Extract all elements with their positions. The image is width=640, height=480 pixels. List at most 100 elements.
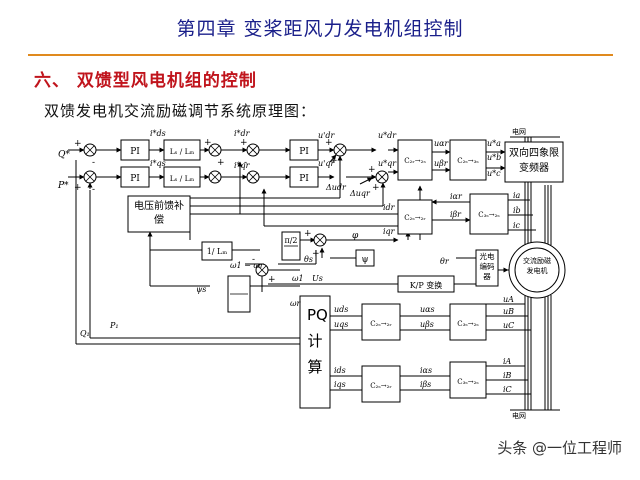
label-psi-s: ψs: [196, 285, 206, 294]
c2s3s-label-top: C₂ₛ→₃ₛ: [457, 157, 479, 165]
svg-text:+: +: [204, 138, 212, 148]
svg-text:-: -: [244, 158, 247, 168]
kp-transform-label: K/P 变换: [410, 280, 443, 290]
svg-text:+: +: [325, 138, 333, 148]
label-p-ref: P*: [57, 181, 69, 191]
c2s3s-block-top: [449, 139, 487, 181]
label-ubs: uβs: [420, 320, 434, 329]
label-iqr-ref: i*qr: [234, 161, 251, 170]
label-uc: u*c: [487, 169, 501, 178]
kp-transform-block: [397, 275, 455, 293]
label-uds: uds: [334, 305, 348, 314]
ls-lm-block-q: [163, 166, 201, 188]
one-over-lm-block: [201, 241, 233, 261]
c2s2r-label-current: C₂ₛ→₂ᵣ: [370, 382, 392, 390]
c2r2s-block-top: [397, 139, 433, 181]
label-grid-bottom: 电网: [512, 411, 526, 420]
watermark: 头条 @一位工程师: [497, 439, 622, 457]
c2s2r-label-voltage: C₂ₛ→₂ᵣ: [370, 320, 392, 328]
label-iqs-ref: i*qs: [150, 159, 166, 168]
svg-text:+: +: [74, 139, 82, 149]
label-idr-ref: i*dr: [234, 129, 251, 138]
diagram-caption: 双馈发电机交流励磁调节系统原理图：: [44, 102, 317, 120]
label-theta-r: θr: [440, 257, 450, 266]
label-iqr: iqr: [383, 227, 396, 236]
label-uas: uαs: [420, 305, 435, 314]
label-uB: uB: [503, 307, 514, 316]
slide-title: 第四章 变桨距风力发电机组控制: [176, 18, 464, 40]
pi-block-q-outer: [120, 139, 150, 161]
ls-lm-label-q: Lₛ / Lₘ: [170, 174, 195, 183]
label-ua: u*a: [487, 139, 501, 148]
encoder-label: 光电编码器: [479, 252, 495, 281]
svg-text:-: -: [92, 158, 95, 168]
label-uA: uA: [503, 295, 514, 304]
label-uar: uαr: [434, 139, 450, 148]
pi-block-q-inner: [289, 166, 319, 188]
voltage-feedforward-block: [127, 195, 191, 233]
pi-block-p-outer: [120, 166, 150, 188]
svg-text:+: +: [372, 183, 380, 193]
c3s2s-label-feedback: C₃ₛ→₂ₛ: [478, 211, 500, 219]
svg-text:+: +: [74, 183, 82, 193]
pi-label-q: PI: [130, 147, 140, 157]
c3s2s-label-current: C₃ₛ→₂ₛ: [457, 378, 479, 386]
c3s2s-block-current: [449, 361, 487, 399]
c3s2s-block-voltage: [449, 303, 487, 341]
title-divider: [28, 54, 613, 56]
one-over-lm-label: 1/ Lₘ: [207, 247, 228, 256]
pq-calc-block: [299, 295, 331, 409]
label-delta-uqr: Δuqr: [349, 189, 371, 198]
section-heading: 六、 双馈型风电机组的控制: [34, 71, 257, 91]
label-ubr: uβr: [434, 159, 449, 168]
label-uqr-ref: u*qr: [378, 159, 397, 168]
label-theta-s: θs: [304, 255, 313, 264]
label-ic: ic: [513, 221, 521, 230]
theta-block: [355, 249, 375, 267]
label-udr1: u'dr: [318, 131, 335, 140]
svg-text:-: -: [252, 255, 255, 265]
label-ia: ia: [513, 191, 521, 200]
c2s2r-label-feedback: C₂ₛ→₂ᵣ: [404, 214, 426, 222]
c2r2s-label-top: C₂ᵣ→₂ₛ: [404, 157, 426, 165]
label-q1: Q₁: [80, 329, 90, 338]
pi-block-d-inner: [289, 139, 319, 161]
c2s2r-block-voltage: [361, 303, 401, 341]
c3s2s-block-feedback: [469, 193, 509, 235]
label-uC: uC: [503, 321, 514, 330]
ls-lm-block-d: [163, 139, 201, 161]
label-delta-udr: Δudr: [325, 183, 347, 192]
voltage-feedforward-label: 电压前馈补偿: [134, 201, 184, 226]
c3s2s-label-voltage: C₃ₛ→₂ₛ: [457, 320, 479, 328]
label-iC: iC: [503, 385, 512, 394]
pi-over-2-label: π/2: [284, 236, 297, 245]
converter-block: [504, 141, 564, 183]
pq-calc-label: PQ计算: [307, 306, 328, 376]
svg-text:-: -: [92, 185, 95, 195]
label-phi: φ: [352, 231, 359, 241]
label-omega1: ω1: [292, 274, 304, 283]
svg-text:+: +: [330, 156, 338, 166]
pi-label-q-inner: PI: [299, 174, 309, 184]
label-idr: idr: [383, 203, 396, 212]
label-ibr: iβr: [450, 210, 462, 219]
pi-label-d-inner: PI: [299, 147, 309, 157]
theta-block-label: ψ: [361, 255, 368, 265]
label-q-ref: Q*: [58, 150, 70, 160]
ls-lm-label-d: Lₛ / Lₘ: [170, 147, 195, 156]
svg-text:+: +: [304, 229, 312, 239]
label-ias: iαs: [420, 366, 432, 375]
label-omegar: ωr: [290, 299, 302, 308]
label-uqr1: u'qr: [318, 159, 335, 168]
svg-text:+: +: [240, 138, 248, 148]
label-udr-ref: u*dr: [378, 131, 397, 140]
encoder-block: [475, 249, 499, 287]
svg-text:+: +: [217, 158, 225, 168]
label-ibs: iβs: [420, 380, 431, 389]
label-p1: P₁: [109, 321, 119, 330]
label-grid-top: 电网: [512, 127, 526, 136]
label-uqs: uqs: [334, 320, 348, 329]
label-ids-ref: i*ds: [150, 129, 166, 138]
label-iB: iB: [503, 371, 512, 380]
